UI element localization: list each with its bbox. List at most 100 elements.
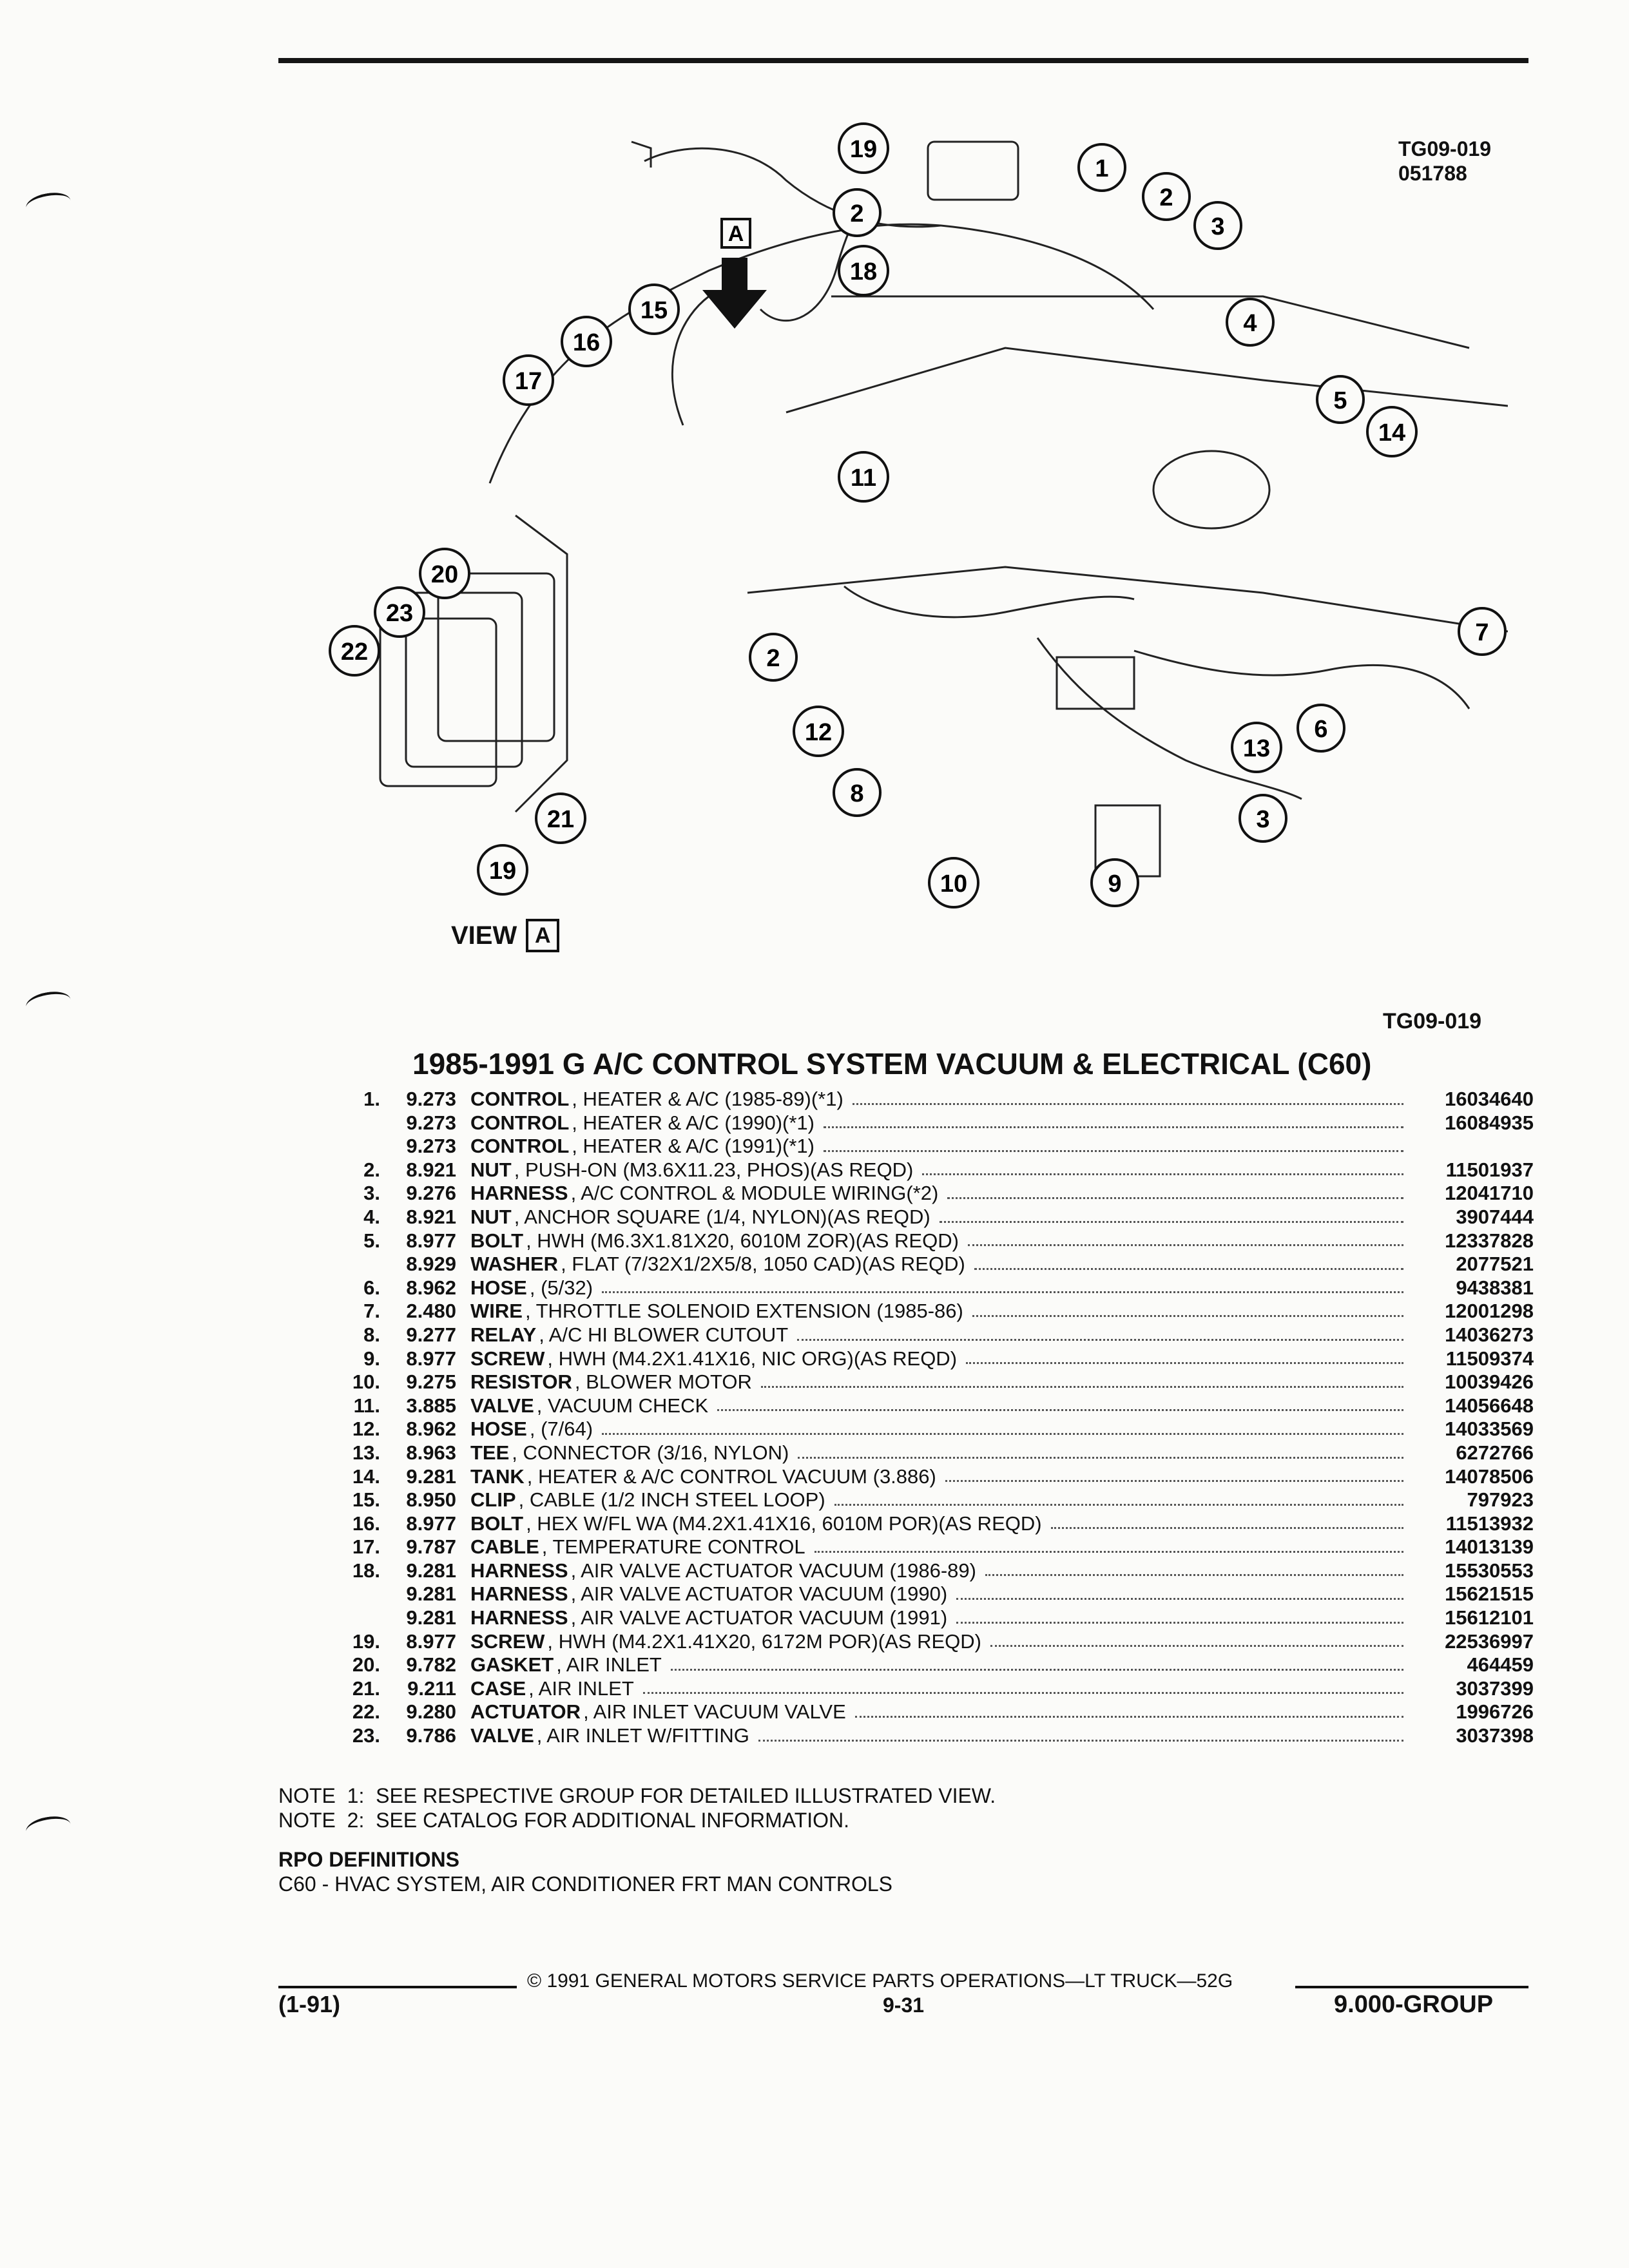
callout-17: 17 (503, 354, 554, 406)
footer-date: (1-91) (278, 1991, 341, 2017)
part-number: 3907444 (1456, 1205, 1534, 1228)
dot-leader (798, 1441, 1403, 1459)
view-a-box (720, 218, 751, 249)
callout-3-top: 3 (1193, 201, 1242, 250)
margin-mark (24, 988, 73, 1018)
part-name: HARNESS (470, 1559, 568, 1582)
part-description: ACTUATOR, AIR INLET VACUUM VALVE (470, 1700, 1411, 1724)
svg-text:11: 11 (851, 465, 876, 492)
part-group-number: 8.962 (406, 1418, 456, 1441)
part-group-number: 9.273 (406, 1135, 456, 1158)
dot-leader (854, 1700, 1403, 1718)
part-number: 12001298 (1445, 1300, 1534, 1323)
callout-12: 12 (793, 706, 844, 757)
part-group-number: 9.281 (406, 1606, 456, 1629)
dot-leader (990, 1630, 1403, 1648)
callout-9: 9 (1090, 858, 1139, 907)
part-number: 11513932 (1445, 1512, 1534, 1535)
callout-23: 23 (374, 586, 425, 638)
footer-page-number: 9-31 (883, 1994, 925, 2017)
part-number: 3037398 (1456, 1724, 1534, 1747)
dot-leader (814, 1535, 1403, 1553)
part-item-number: 18. (352, 1559, 380, 1582)
part-description: SCREW, HWH (M4.2X1.41X20, 6172M POR)(AS … (470, 1630, 1411, 1654)
view-label-prefix: VIEW (451, 921, 517, 950)
part-number: 15621515 (1445, 1582, 1534, 1606)
part-item-number: 4. (363, 1205, 380, 1228)
part-name: NUT (470, 1205, 512, 1228)
part-number: 464459 (1467, 1653, 1534, 1677)
part-detail: , PUSH-ON (M3.6X11.23, PHOS)(AS REQD) (514, 1158, 914, 1181)
dot-leader (985, 1559, 1403, 1577)
svg-text:19: 19 (489, 858, 516, 885)
part-number: 16084935 (1445, 1111, 1534, 1134)
svg-text:8: 8 (850, 780, 863, 807)
part-number: 22536997 (1445, 1629, 1534, 1653)
part-group-number: 9.273 (406, 1088, 456, 1110)
part-group-number: 8.921 (406, 1158, 456, 1181)
dot-leader (602, 1276, 1403, 1294)
svg-text:22: 22 (341, 639, 368, 666)
dot-leader (956, 1582, 1403, 1600)
part-description: HOSE, (5/32) (470, 1276, 1411, 1300)
callout-13: 13 (1231, 722, 1282, 773)
part-number: 9438381 (1456, 1276, 1534, 1299)
air-inlet-case-shape (405, 591, 523, 768)
part-group-number: 8.962 (406, 1276, 456, 1299)
part-description: BOLT, HEX W/FL WA (M4.2X1.41X16, 6010M P… (470, 1512, 1411, 1536)
part-number: 3037399 (1456, 1677, 1534, 1700)
part-name: RELAY (470, 1323, 537, 1346)
part-number: 1996726 (1456, 1700, 1534, 1724)
svg-text:2: 2 (850, 200, 863, 227)
callout-2-top: 2 (833, 188, 882, 237)
part-group-number: 8.977 (406, 1347, 456, 1370)
view-a-arrow-head (702, 290, 767, 329)
part-item-number: 17. (352, 1535, 380, 1559)
part-group-number: 8.963 (406, 1441, 456, 1464)
part-group-number: 9.281 (406, 1465, 456, 1488)
callout-14: 14 (1366, 406, 1418, 457)
view-a-arrow: A (702, 218, 767, 329)
part-number: 14078506 (1445, 1465, 1534, 1488)
part-name: RESISTOR (470, 1370, 572, 1394)
part-detail: , CABLE (1/2 INCH STEEL LOOP) (518, 1488, 825, 1512)
dot-leader (823, 1111, 1403, 1129)
part-detail: , A/C CONTROL & MODULE WIRING(*2) (570, 1182, 939, 1205)
part-group-number: 8.950 (406, 1488, 456, 1512)
svg-text:14: 14 (1378, 419, 1405, 447)
part-detail: , FLAT (7/32X1/2X5/8, 1050 CAD)(AS REQD) (561, 1253, 965, 1276)
part-group-number: 9.281 (406, 1559, 456, 1582)
vacuum-tank-shape (1152, 450, 1271, 530)
footer-rule-left (278, 1986, 517, 1988)
diagram-svg: A 1 2 2 3 4 5 14 19 18 15 16 17 11 20 23… (329, 122, 1508, 908)
part-description: HARNESS, AIR VALVE ACTUATOR VACUUM (1990… (470, 1582, 1411, 1606)
parts-row: 9.273 CONTROL, HEATER & A/C (1991)(*1) (322, 1135, 1534, 1158)
part-description: TANK, HEATER & A/C CONTROL VACUUM (3.886… (470, 1465, 1411, 1489)
part-group-number: 2.480 (406, 1300, 456, 1323)
svg-text:5: 5 (1333, 387, 1347, 414)
part-name: TANK (470, 1465, 525, 1488)
figure-code: TG09-019 (1398, 137, 1492, 160)
vacuum-hose-line (843, 585, 1135, 619)
dot-leader (823, 1135, 1403, 1152)
part-description: VALVE, AIR INLET W/FITTING (470, 1724, 1411, 1748)
svg-text:7: 7 (1475, 619, 1489, 646)
part-description: CONTROL, HEATER & A/C (1991)(*1) (470, 1135, 1411, 1158)
body-panel-mid (786, 347, 1508, 414)
view-a-letter: A (728, 222, 744, 246)
callout-11: 11 (838, 451, 889, 503)
callout-5: 5 (1316, 375, 1365, 424)
rpo-definition: C60 - HVAC SYSTEM, AIR CONDITIONER FRT M… (278, 1872, 893, 1896)
part-detail: , BLOWER MOTOR (574, 1370, 752, 1394)
part-number: 12041710 (1445, 1182, 1534, 1205)
